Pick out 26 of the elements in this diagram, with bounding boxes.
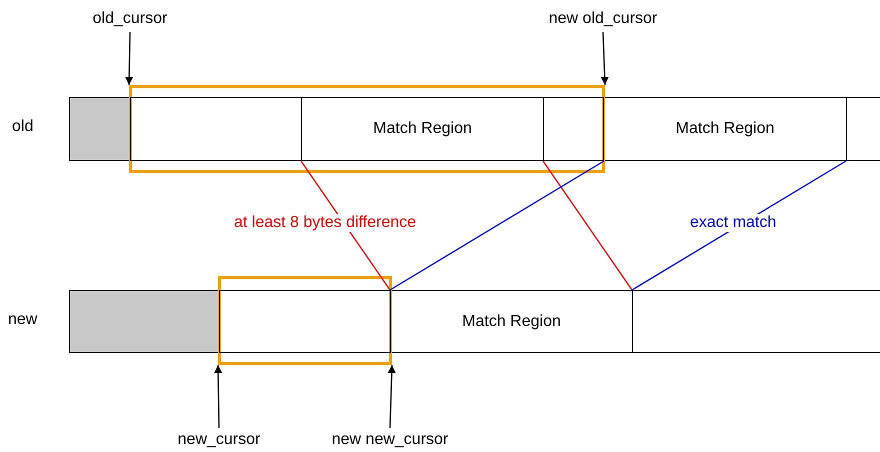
shaded-block bbox=[69, 97, 131, 161]
row-label: new bbox=[8, 311, 38, 329]
memory-segment bbox=[130, 97, 302, 161]
cursor-label: new new_cursor bbox=[310, 428, 470, 452]
highlight-frame bbox=[218, 276, 392, 365]
memory-segment: Match Region bbox=[603, 97, 847, 161]
connector-line bbox=[542, 160, 633, 290]
row-label: old bbox=[12, 118, 34, 136]
cursor-label: new_cursor bbox=[139, 428, 299, 452]
memory-segment bbox=[543, 97, 604, 161]
edge-label: at least 8 bytes difference bbox=[232, 214, 418, 232]
memory-segment: Match Region bbox=[390, 290, 633, 353]
memory-segment: Match Region bbox=[301, 97, 544, 161]
arrow bbox=[214, 364, 222, 428]
memory-segment bbox=[632, 290, 880, 353]
cursor-label: new old_cursor bbox=[523, 6, 683, 32]
shaded-block bbox=[69, 290, 220, 353]
edge-label: exact match bbox=[688, 214, 778, 232]
connector-line bbox=[390, 160, 604, 291]
arrow bbox=[600, 32, 609, 86]
highlight-frame bbox=[129, 85, 605, 173]
cursor-label: old_cursor bbox=[60, 6, 200, 32]
memory-segment bbox=[846, 97, 880, 161]
arrow bbox=[125, 32, 134, 86]
arrow bbox=[388, 364, 396, 428]
memory-segment bbox=[219, 290, 391, 353]
